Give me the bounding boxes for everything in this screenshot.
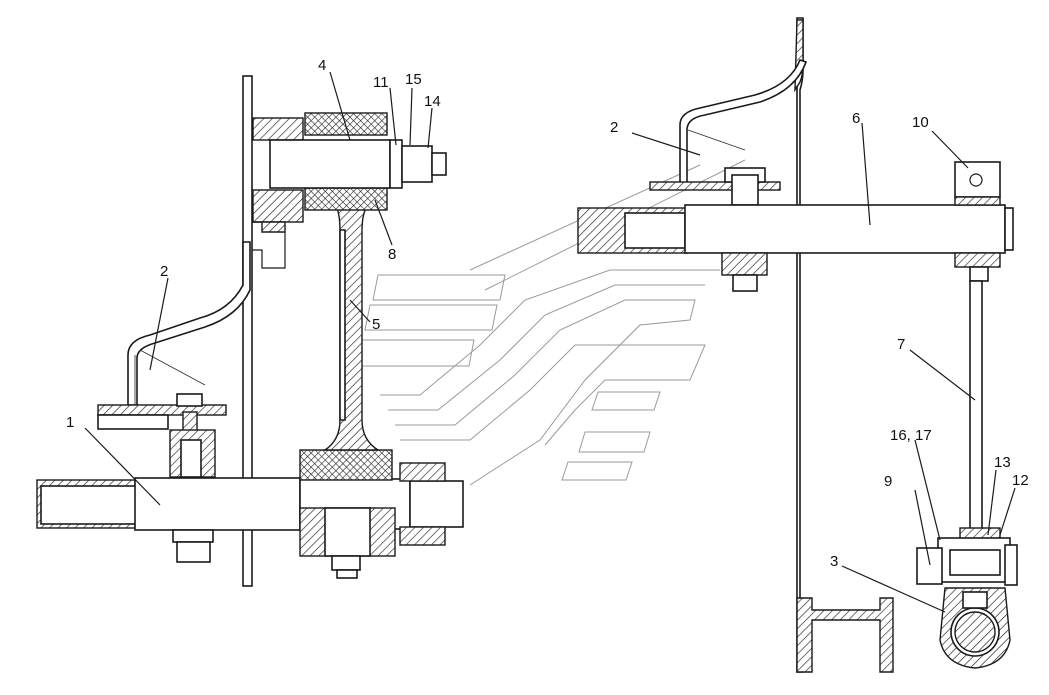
callout-3: 3 bbox=[830, 553, 838, 570]
block-10 bbox=[954, 161, 1001, 198]
callout-8: 8 bbox=[388, 246, 396, 263]
left-wall-plate bbox=[242, 75, 253, 587]
right-assembly bbox=[577, 17, 1018, 673]
callout-15: 15 bbox=[405, 71, 422, 88]
callout-6: 6 bbox=[852, 110, 860, 127]
callout-9: 9 bbox=[884, 473, 892, 490]
bracket-2-right bbox=[679, 59, 808, 186]
callout-13: 13 bbox=[994, 454, 1011, 471]
callout-12: 12 bbox=[1012, 472, 1029, 489]
callout-16-17: 16, 17 bbox=[890, 427, 932, 444]
pin-4 bbox=[269, 139, 391, 189]
bracket-2-left bbox=[127, 241, 251, 406]
callout-7: 7 bbox=[897, 336, 905, 353]
callout-1: 1 bbox=[66, 414, 74, 431]
callout-2-left: 2 bbox=[160, 263, 168, 280]
rubber-pad-lower bbox=[299, 449, 393, 481]
bottom-channel bbox=[796, 597, 894, 673]
callout-14: 14 bbox=[424, 93, 441, 110]
leader-lines bbox=[84, 71, 1016, 613]
callout-2-right: 2 bbox=[610, 119, 618, 136]
shaft-6 bbox=[684, 204, 1006, 254]
right-wall-plate bbox=[796, 17, 804, 673]
callout-10: 10 bbox=[912, 114, 929, 131]
rod-7 bbox=[969, 280, 983, 530]
left-assembly bbox=[36, 75, 464, 587]
callout-5: 5 bbox=[372, 316, 380, 333]
callout-4: 4 bbox=[318, 57, 326, 74]
callout-11: 11 bbox=[373, 74, 389, 91]
rubber-pad-upper bbox=[304, 112, 388, 136]
callout-labels: 1 2 2 3 4 5 6 7 8 9 10 11 12 13 14 15 16… bbox=[66, 57, 1029, 570]
